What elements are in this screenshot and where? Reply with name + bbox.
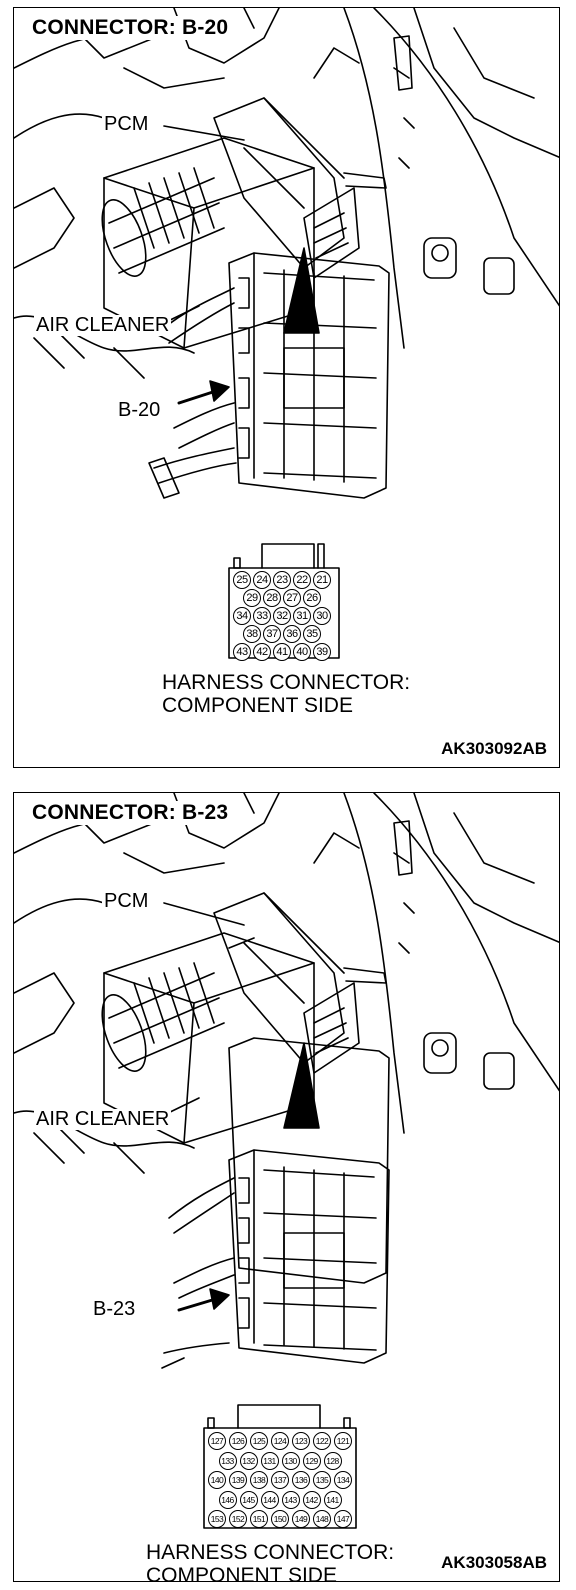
pin-36: 36 <box>283 625 301 643</box>
pin-150: 150 <box>271 1510 289 1528</box>
pin-22: 22 <box>293 571 311 589</box>
pin-126: 126 <box>229 1432 247 1450</box>
pin-152: 152 <box>229 1510 247 1528</box>
caption-line-1: HARNESS CONNECTOR: <box>146 1541 395 1564</box>
pin-148: 148 <box>313 1510 331 1528</box>
pcm-label: PCM <box>102 890 151 912</box>
pin-139: 139 <box>229 1471 247 1489</box>
air-cleaner-label: AIR CLEANER <box>34 314 172 336</box>
pin-121: 121 <box>334 1432 352 1450</box>
pin-127: 127 <box>208 1432 226 1450</box>
pin-29: 29 <box>243 589 261 607</box>
pin-146: 146 <box>218 1490 237 1509</box>
pin-151: 151 <box>250 1510 268 1528</box>
pin-145: 145 <box>239 1490 258 1509</box>
diagram-title: CONNECTOR: B-23 <box>28 801 233 825</box>
pin-128: 128 <box>323 1451 342 1470</box>
caption-line-2: COMPONENT SIDE <box>146 1564 337 1582</box>
pin-40: 40 <box>293 643 311 661</box>
pin-33: 33 <box>253 607 271 625</box>
pin-27: 27 <box>283 589 301 607</box>
pin-35: 35 <box>303 625 321 643</box>
pin-34: 34 <box>233 607 251 625</box>
connector-label: B-20 <box>116 399 163 421</box>
pin-42: 42 <box>253 643 271 661</box>
pin-140: 140 <box>208 1471 226 1489</box>
pin-30: 30 <box>313 607 331 625</box>
pin-137: 137 <box>271 1471 289 1489</box>
pin-38: 38 <box>243 625 261 643</box>
pin-41: 41 <box>273 643 291 661</box>
pin-26: 26 <box>303 589 321 607</box>
diagram-title: CONNECTOR: B-20 <box>28 16 233 40</box>
pin-142: 142 <box>302 1490 321 1509</box>
pin-138: 138 <box>250 1471 268 1489</box>
pin-136: 136 <box>292 1471 310 1489</box>
pin-124: 124 <box>271 1432 289 1450</box>
air-cleaner-label: AIR CLEANER <box>34 1108 172 1130</box>
pin-147: 147 <box>334 1510 352 1528</box>
pin-129: 129 <box>302 1451 321 1470</box>
pcm-label: PCM <box>102 113 151 135</box>
connector-label: B-23 <box>91 1298 138 1320</box>
pin-43: 43 <box>233 643 251 661</box>
pin-21: 21 <box>313 571 331 589</box>
pin-32: 32 <box>273 607 291 625</box>
figure-code: AK303092AB <box>441 739 547 758</box>
pin-133: 133 <box>218 1451 237 1470</box>
pin-143: 143 <box>281 1490 300 1509</box>
pin-25: 25 <box>233 571 251 589</box>
pin-125: 125 <box>250 1432 268 1450</box>
pin-149: 149 <box>292 1510 310 1528</box>
pin-24: 24 <box>253 571 271 589</box>
engine-bay-illustration <box>14 793 559 1529</box>
pin-28: 28 <box>263 589 281 607</box>
pin-144: 144 <box>260 1490 279 1509</box>
pin-131: 131 <box>260 1451 279 1470</box>
pin-135: 135 <box>313 1471 331 1489</box>
pin-134: 134 <box>334 1471 352 1489</box>
pin-37: 37 <box>263 625 281 643</box>
connector-diagram-b23: CONNECTOR: B-23 PCM AIR CLEANER B-23 127… <box>13 792 560 1582</box>
caption-line-2: COMPONENT SIDE <box>162 694 353 717</box>
pin-39: 39 <box>313 643 331 661</box>
caption-line-1: HARNESS CONNECTOR: <box>162 671 411 694</box>
pin-23: 23 <box>273 571 291 589</box>
pin-123: 123 <box>292 1432 310 1450</box>
pin-141: 141 <box>323 1490 342 1509</box>
pin-130: 130 <box>281 1451 300 1470</box>
pin-153: 153 <box>208 1510 226 1528</box>
pin-132: 132 <box>239 1451 258 1470</box>
figure-code: AK303058AB <box>441 1553 547 1572</box>
pin-122: 122 <box>313 1432 331 1450</box>
pin-31: 31 <box>293 607 311 625</box>
